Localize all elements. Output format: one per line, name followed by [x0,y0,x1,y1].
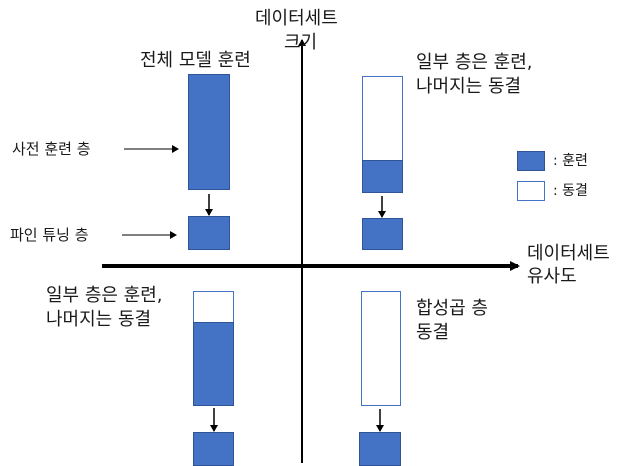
bottom-right-finetune-block [359,432,401,466]
top-right-title-line1: 일부 층은 훈련, [416,52,533,73]
bottom-right-title-line2: 동결 [416,322,450,343]
pretrained-layer-label: 사전 훈련 층 [12,140,91,158]
y-axis-label-line1: 데이터세트 [255,8,338,29]
bottom-left-title-line2: 나머지는 동결 [46,309,152,330]
top-right-finetune-block [362,218,403,250]
bottom-left-trained-block [193,322,234,406]
top-right-trained-block [362,160,403,193]
legend-frozen-label: : 동결 [553,183,588,199]
y-axis-label-line2: 크기 [284,32,318,53]
top-left-title: 전체 모델 훈련 [140,50,251,71]
bottom-left-finetune-block [193,432,234,466]
bottom-right-title-line1: 합성곱 층 [416,298,488,319]
bottom-right-frozen-block [361,291,401,406]
bottom-left-frozen-block [193,291,234,323]
top-right-title-line2: 나머지는 동결 [416,76,522,97]
legend-trained-label: : 훈련 [553,153,588,169]
top-left-pretrained-block [188,74,230,190]
x-axis-label-line2: 유사도 [527,266,577,287]
top-left-finetune-block [188,216,230,250]
x-axis-label-line1: 데이터세트 [527,243,610,264]
legend-frozen-swatch [517,181,545,201]
finetune-layer-label: 파인 튜닝 층 [10,226,89,244]
legend-trained-swatch [517,151,545,171]
bottom-left-title-line1: 일부 층은 훈련, [46,285,163,306]
top-right-frozen-block [362,76,403,161]
